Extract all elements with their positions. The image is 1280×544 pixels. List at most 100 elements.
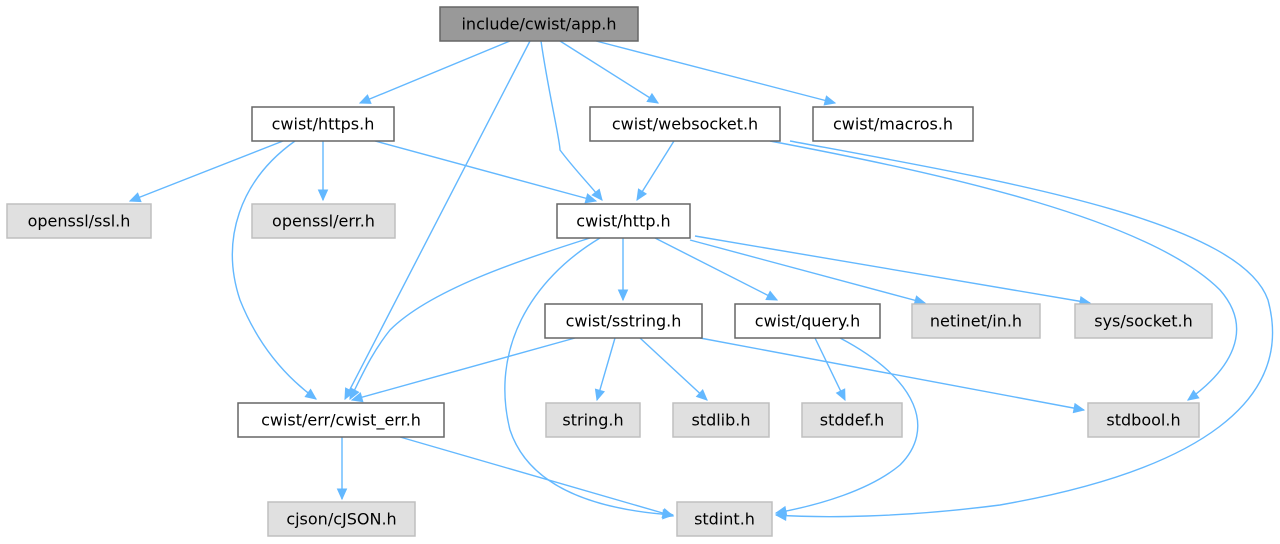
- node-websocket[interactable]: cwist/websocket.h: [589, 106, 781, 142]
- node-sstring[interactable]: cwist/sstring.h: [544, 303, 703, 339]
- edge-line: [654, 237, 778, 301]
- arrow-head: [304, 388, 317, 400]
- edge-line: [344, 40, 531, 400]
- node-label: cjson/cJSON.h: [286, 510, 396, 529]
- node-query[interactable]: cwist/query.h: [734, 303, 881, 339]
- arrow-head: [358, 94, 372, 104]
- arrow-head: [591, 188, 603, 201]
- node-box: [734, 303, 881, 339]
- edge-line: [504, 237, 674, 516]
- node-box: [672, 402, 770, 438]
- edge-https-to-err: [317, 141, 329, 202]
- node-label: stddef.h: [820, 411, 884, 430]
- node-http[interactable]: cwist/http.h: [556, 203, 691, 239]
- edge-cwisterr-to-stdint: [399, 436, 675, 519]
- edge-line: [129, 140, 284, 202]
- arrow-head: [1187, 389, 1200, 401]
- edge-query-to-stddef: [814, 337, 846, 402]
- edge-https-to-cwisterr: [231, 140, 317, 400]
- edge-websocket-to-stdbool: [769, 140, 1238, 401]
- edge-app-to-cwisterr: [344, 40, 531, 401]
- node-socket[interactable]: sys/socket.h: [1074, 303, 1213, 339]
- edge-http-to-socket: [694, 235, 1092, 307]
- node-label: cwist/err/cwist_err.h: [261, 411, 421, 431]
- node-box: [812, 106, 974, 142]
- edge-line: [769, 140, 1238, 401]
- edge-line: [351, 337, 576, 401]
- edge-line: [374, 140, 597, 202]
- node-box: [6, 203, 152, 239]
- arrow-head: [344, 387, 355, 401]
- arrow-head: [594, 388, 605, 402]
- edge-app-to-https: [358, 40, 511, 104]
- node-netinet[interactable]: netinet/in.h: [911, 303, 1041, 339]
- arrow-head: [835, 388, 846, 402]
- node-box: [439, 6, 639, 42]
- edge-http-to-stdint: [504, 237, 675, 520]
- edge-app-to-websocket: [559, 40, 660, 104]
- arrow-head: [350, 392, 364, 403]
- node-label: netinet/in.h: [930, 312, 1022, 331]
- arrow-head: [617, 289, 629, 302]
- edge-line: [595, 40, 836, 104]
- node-box: [911, 303, 1041, 339]
- edge-sstring-to-cwisterr: [350, 337, 576, 403]
- node-label: cwist/query.h: [755, 312, 860, 331]
- node-box: [676, 501, 773, 537]
- node-https[interactable]: cwist/https.h: [251, 106, 395, 142]
- arrow-head: [646, 92, 660, 104]
- node-stdlib[interactable]: stdlib.h: [672, 402, 770, 438]
- edge-line: [359, 40, 511, 104]
- edge-http-to-query: [654, 237, 779, 301]
- edge-line: [775, 337, 919, 514]
- node-ssl[interactable]: openssl/ssl.h: [6, 203, 152, 239]
- edge-line: [596, 337, 616, 401]
- node-stringh[interactable]: string.h: [545, 402, 641, 438]
- node-macros[interactable]: cwist/macros.h: [812, 106, 974, 142]
- arrow-head: [1072, 402, 1086, 414]
- node-label: stdlib.h: [691, 411, 750, 430]
- node-box: [545, 402, 641, 438]
- node-app[interactable]: include/cwist/app.h: [439, 6, 639, 42]
- node-label: cwist/http.h: [576, 212, 670, 231]
- arrow-head: [349, 387, 360, 401]
- node-box: [589, 106, 781, 142]
- node-label: sys/socket.h: [1094, 312, 1193, 331]
- edge-https-to-ssl: [128, 140, 284, 203]
- node-label: stdint.h: [694, 510, 755, 529]
- edge-line: [399, 436, 674, 517]
- node-cjson[interactable]: cjson/cJSON.h: [267, 501, 416, 537]
- edge-line: [689, 239, 926, 304]
- node-label: cwist/websocket.h: [612, 115, 758, 134]
- edge-query-to-stdint: [774, 337, 919, 517]
- edge-line: [349, 237, 591, 400]
- node-label: cwist/macros.h: [833, 115, 953, 134]
- node-err[interactable]: openssl/err.h: [251, 203, 396, 239]
- node-stddef[interactable]: stddef.h: [801, 402, 903, 438]
- arrow-head: [823, 95, 837, 106]
- edge-line: [694, 235, 1091, 304]
- edge-sstring-to-stdlib: [639, 337, 708, 401]
- edge-app-to-http: [540, 40, 603, 201]
- edge-sstring-to-stringh: [594, 337, 616, 402]
- edge-line: [639, 337, 708, 401]
- node-cwisterr[interactable]: cwist/err/cwist_err.h: [237, 402, 445, 438]
- arrow-head: [128, 192, 142, 203]
- node-label: include/cwist/app.h: [461, 15, 616, 34]
- node-box: [237, 402, 445, 438]
- node-label: openssl/ssl.h: [28, 212, 131, 231]
- node-label: cwist/https.h: [272, 115, 375, 134]
- edge-line: [814, 337, 846, 401]
- node-box: [251, 106, 395, 142]
- edge-line: [559, 40, 659, 104]
- arrow-head: [636, 188, 648, 202]
- node-label: string.h: [562, 411, 623, 430]
- node-stdint[interactable]: stdint.h: [676, 501, 773, 537]
- node-box: [801, 402, 903, 438]
- arrow-head: [584, 193, 598, 204]
- edge-line: [775, 140, 1274, 518]
- arrow-head: [317, 189, 329, 202]
- node-label: cwist/sstring.h: [566, 312, 682, 331]
- node-stdbool[interactable]: stdbool.h: [1087, 402, 1200, 438]
